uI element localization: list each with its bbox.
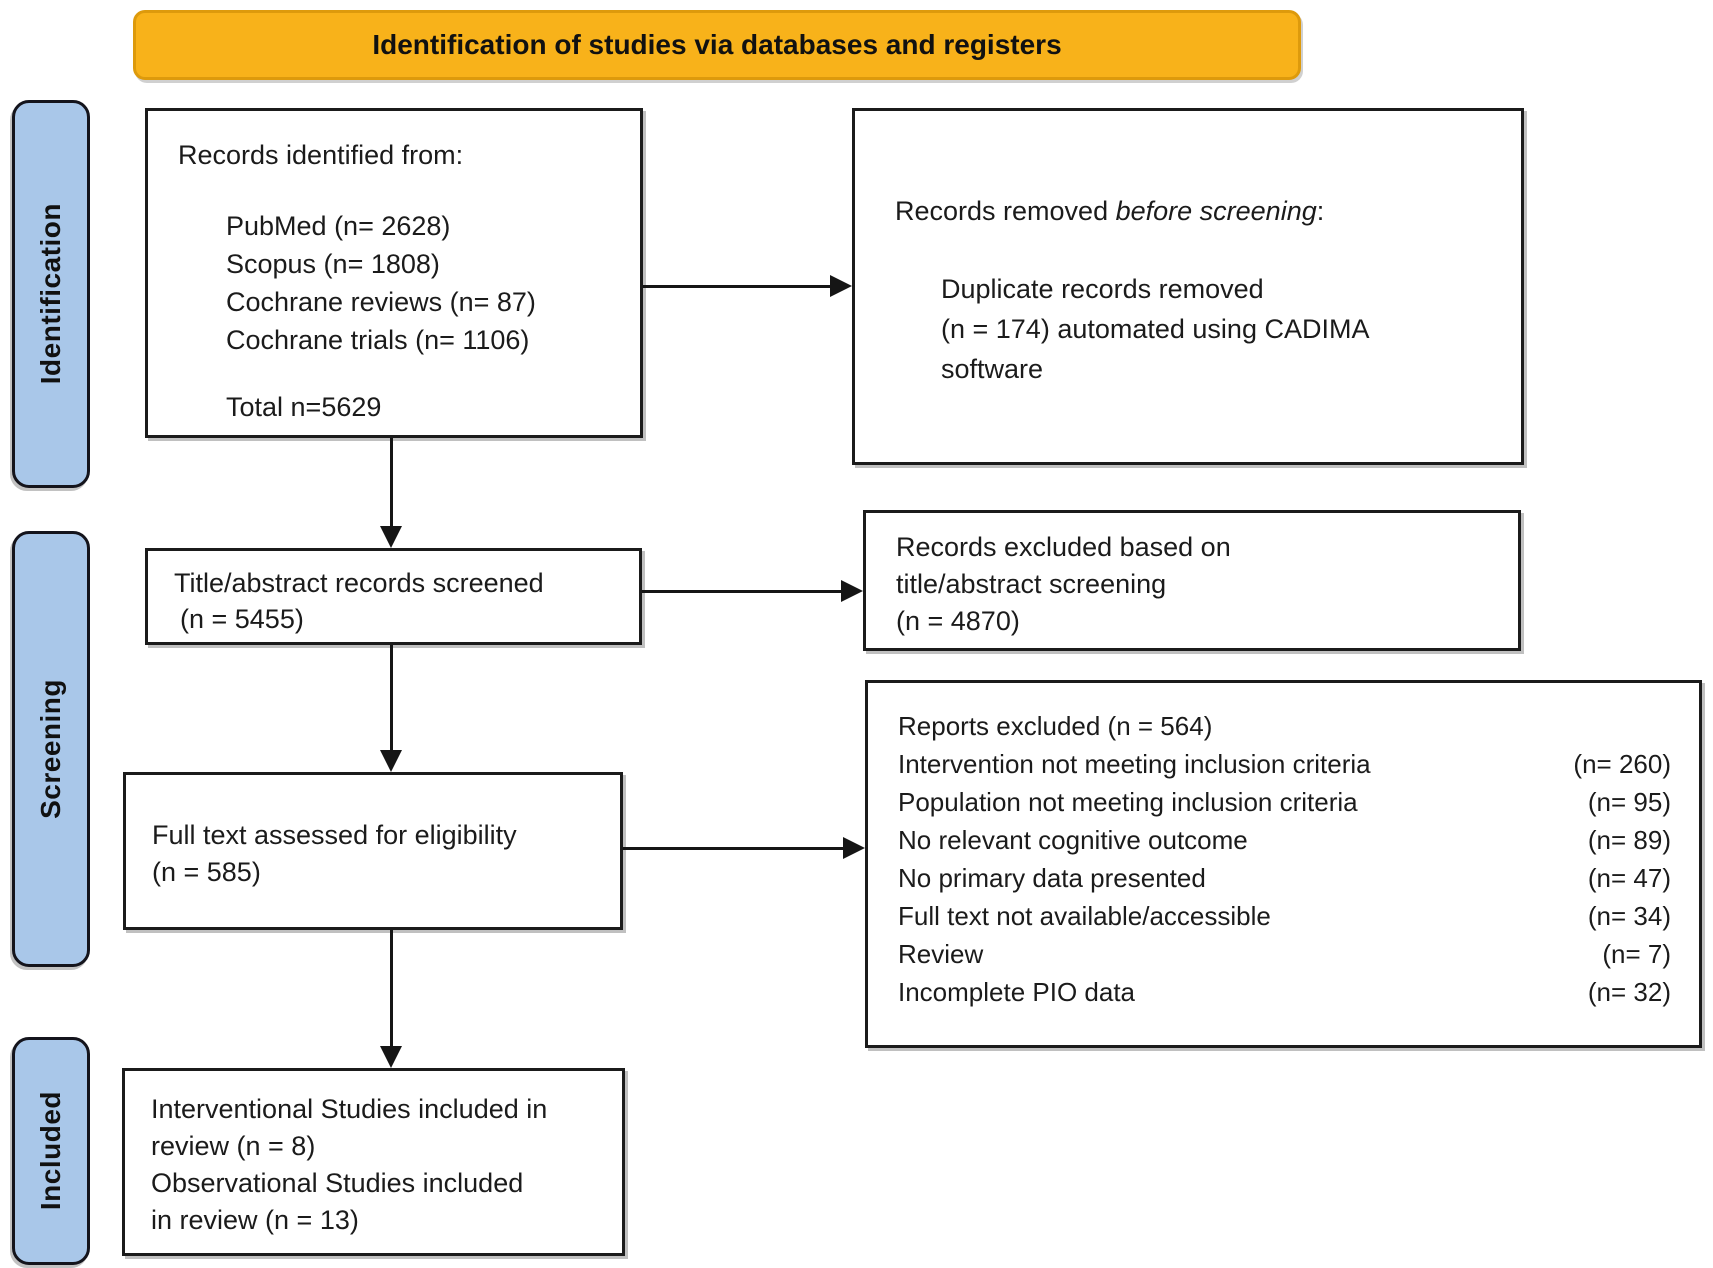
- arrowhead-right-icon: [841, 580, 863, 602]
- exclusion-reason-row: Intervention not meeting inclusion crite…: [898, 745, 1671, 783]
- box-records-excluded: Records excluded based on title/abstract…: [863, 510, 1521, 651]
- box-reports-excluded: Reports excluded (n = 564) Intervention …: [865, 680, 1702, 1048]
- arrowhead-down-icon: [380, 526, 402, 548]
- reason-count: (n= 34): [1587, 901, 1671, 931]
- reason-count: (n= 95): [1587, 787, 1671, 817]
- stage-label-identification: Identification: [35, 203, 66, 385]
- source-scopus: Scopus (n= 1808): [226, 249, 440, 279]
- included-line: Observational Studies included: [151, 1168, 524, 1198]
- records-excluded-count: (n = 4870): [896, 606, 1020, 636]
- exclusion-reason-row: No relevant cognitive outcome (n= 89): [898, 821, 1671, 859]
- reason-count: (n= 89): [1587, 825, 1671, 855]
- box-full-text-assessed: Full text assessed for eligibility (n = …: [123, 772, 623, 930]
- reason-label: Population not meeting inclusion criteri…: [898, 787, 1358, 817]
- reason-label: No primary data presented: [898, 863, 1206, 893]
- records-identified-total: Total n=5629: [226, 392, 382, 422]
- source-pubmed: PubMed (n= 2628): [226, 211, 451, 241]
- arrow-fulltext-to-reports-excluded: [623, 847, 843, 850]
- records-excluded-line: Records excluded based on: [896, 532, 1231, 562]
- title-abstract-count: (n = 5455): [180, 604, 304, 634]
- stage-label-included: Included: [35, 1091, 66, 1211]
- reason-label: No relevant cognitive outcome: [898, 825, 1248, 855]
- records-removed-heading: Records removed before screening:: [895, 193, 1501, 229]
- records-removed-heading-suffix: :: [1316, 196, 1325, 226]
- reason-count: (n= 7): [1602, 939, 1671, 969]
- stage-label-screening: Screening: [35, 679, 66, 819]
- arrowhead-down-icon: [380, 1046, 402, 1068]
- box-studies-included: Interventional Studies included in revie…: [122, 1068, 625, 1256]
- included-line: review (n = 8): [151, 1131, 316, 1161]
- arrow-identified-to-screened: [390, 438, 393, 528]
- reason-label: Intervention not meeting inclusion crite…: [898, 749, 1371, 779]
- exclusion-reason-row: No primary data presented (n= 47): [898, 859, 1671, 897]
- arrow-identified-to-removed: [643, 285, 830, 288]
- stage-bar-identification: Identification: [12, 100, 90, 488]
- included-line: in review (n = 13): [151, 1205, 359, 1235]
- reason-count: (n= 32): [1587, 977, 1671, 1007]
- source-cochrane-reviews: Cochrane reviews (n= 87): [226, 287, 536, 317]
- reason-count: (n= 260): [1573, 749, 1671, 779]
- arrow-fulltext-to-included: [390, 930, 393, 1048]
- arrowhead-right-icon: [830, 275, 852, 297]
- stage-bar-screening: Screening: [12, 531, 90, 967]
- exclusion-reason-row: Review (n= 7): [898, 935, 1671, 973]
- records-removed-line: software: [941, 354, 1044, 384]
- source-cochrane-trials: Cochrane trials (n= 1106): [226, 325, 530, 355]
- records-removed-heading-prefix: Records removed: [895, 196, 1116, 226]
- records-excluded-line: title/abstract screening: [896, 569, 1167, 599]
- exclusion-reason-row: Full text not available/accessible (n= 3…: [898, 897, 1671, 935]
- arrowhead-down-icon: [380, 750, 402, 772]
- diagram-title-banner: Identification of studies via databases …: [133, 10, 1301, 80]
- reason-label: Review: [898, 939, 984, 969]
- exclusion-reason-row: Incomplete PIO data (n= 32): [898, 973, 1671, 1011]
- stage-bar-included: Included: [12, 1037, 90, 1265]
- full-text-count: (n = 585): [152, 857, 261, 887]
- arrow-screened-to-fulltext: [390, 645, 393, 752]
- box-records-removed: Records removed before screening: Duplic…: [852, 108, 1524, 465]
- exclusion-reason-row: Population not meeting inclusion criteri…: [898, 783, 1671, 821]
- diagram-title: Identification of studies via databases …: [372, 29, 1062, 60]
- arrowhead-right-icon: [843, 837, 865, 859]
- reason-label: Incomplete PIO data: [898, 977, 1136, 1007]
- box-records-identified: Records identified from: PubMed (n= 2628…: [145, 108, 643, 438]
- box-title-abstract-screened: Title/abstract records screened (n = 545…: [145, 548, 642, 645]
- records-identified-heading: Records identified from:: [178, 140, 464, 170]
- records-removed-heading-italic: before screening: [1115, 196, 1317, 226]
- title-abstract-line1: Title/abstract records screened: [174, 568, 544, 598]
- arrow-screened-to-excluded: [642, 590, 841, 593]
- reason-label: Full text not available/accessible: [898, 901, 1271, 931]
- reports-excluded-heading: Reports excluded (n = 564): [898, 711, 1213, 741]
- records-removed-line: (n = 174) automated using CADIMA: [941, 314, 1370, 344]
- reason-count: (n= 47): [1587, 863, 1671, 893]
- records-removed-line: Duplicate records removed: [941, 274, 1264, 304]
- included-line: Interventional Studies included in: [151, 1094, 548, 1124]
- full-text-line1: Full text assessed for eligibility: [152, 820, 517, 850]
